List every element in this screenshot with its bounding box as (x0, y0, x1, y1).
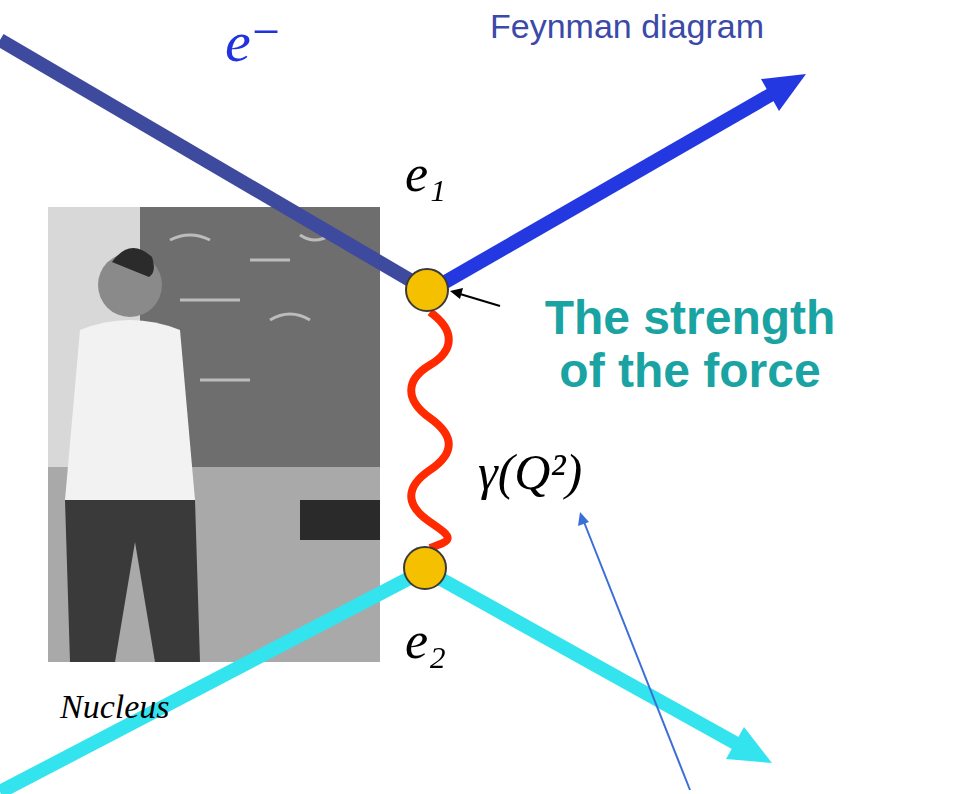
particle-label: e⁻ (225, 10, 281, 74)
photo-frame (48, 207, 380, 662)
shirt (65, 320, 195, 500)
leader-line (460, 294, 500, 306)
leader-line (584, 522, 690, 790)
arrowhead (578, 512, 589, 526)
arrowhead (761, 74, 806, 111)
vertex (406, 269, 448, 311)
hair (112, 248, 154, 277)
charge-label: e₂ (405, 612, 446, 669)
telephone (300, 500, 380, 540)
arrowhead (450, 288, 463, 299)
annotation: The strength of the force (520, 292, 860, 398)
electron-outgoing-line (440, 94, 772, 285)
photon-label: γ(Q²) (478, 445, 582, 500)
vertex (404, 547, 446, 589)
nucleus-incoming-line (0, 570, 425, 792)
chalk-writing (170, 235, 330, 380)
particle-label: Nucleus (60, 688, 170, 725)
photon-wave (411, 312, 449, 548)
slide-title: Feynman diagram (490, 8, 764, 45)
electron-incoming-line (0, 40, 427, 290)
trousers (65, 500, 200, 662)
arrowhead (726, 727, 772, 763)
nucleus-outgoing-line (430, 573, 737, 744)
charge-label: e₁ (405, 145, 446, 202)
